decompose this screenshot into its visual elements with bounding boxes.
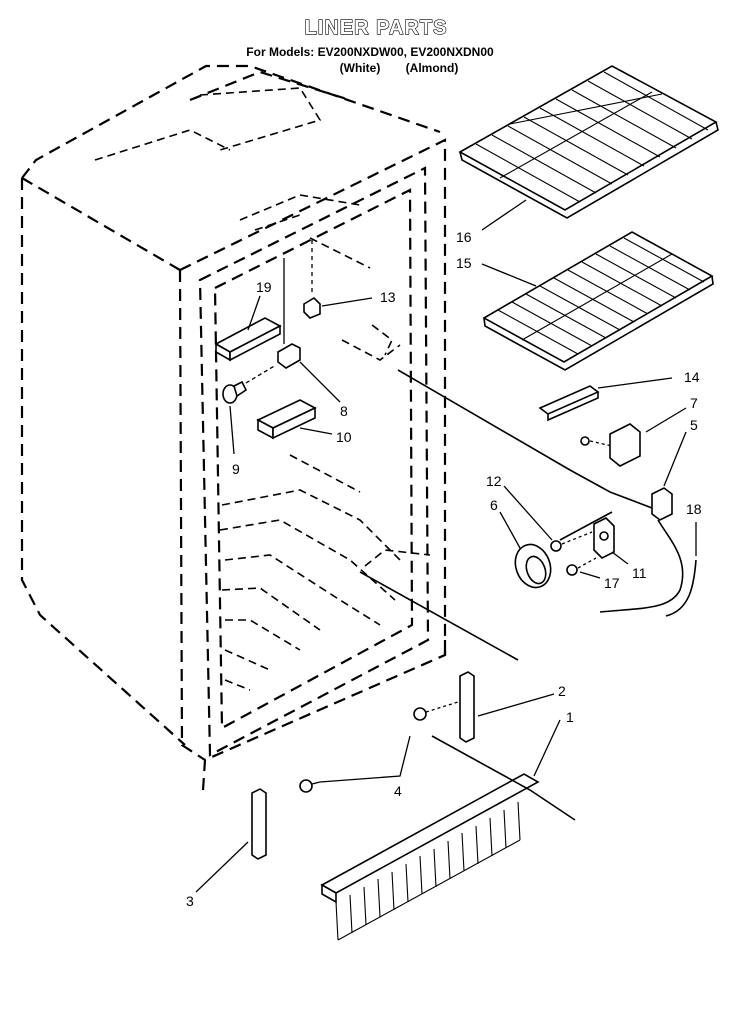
control-wiring <box>359 369 653 661</box>
callout-leaders <box>195 199 697 893</box>
callout-9: 9 <box>232 461 240 477</box>
callout-14: 14 <box>684 369 700 385</box>
lamp-socket <box>277 258 301 369</box>
vertical-support-2 <box>459 671 475 743</box>
callout-13: 13 <box>380 289 396 305</box>
page-title: LINER PARTS <box>305 17 448 39</box>
control-switch <box>580 423 641 467</box>
callout-8: 8 <box>340 403 348 419</box>
light-shield <box>214 317 282 362</box>
sensing-tube <box>665 559 697 617</box>
shelf-bracket <box>538 385 600 422</box>
callout-17: 17 <box>604 575 620 591</box>
screw-17 <box>566 557 597 576</box>
callouts: 1 2 3 4 5 6 7 8 9 10 11 12 13 14 15 16 1… <box>186 229 702 909</box>
callout-6: 6 <box>490 497 498 513</box>
upper-wire-shelf <box>458 65 719 219</box>
callout-5: 5 <box>690 417 698 433</box>
cabinet-outline <box>20 64 447 791</box>
callout-12: 12 <box>486 473 502 489</box>
variant-white: (White) <box>340 61 381 75</box>
control-plate <box>593 517 615 559</box>
lower-wire-shelf <box>482 231 714 371</box>
callout-4: 4 <box>394 783 402 799</box>
callout-3: 3 <box>186 893 194 909</box>
models-line: For Models: EV200NXDW00, EV200NXDN00 <box>246 45 494 59</box>
thermostat <box>599 487 684 613</box>
screw-4-lower <box>299 779 321 793</box>
callout-16: 16 <box>456 229 472 245</box>
callout-2: 2 <box>558 683 566 699</box>
clip-part <box>303 240 321 319</box>
variant-almond: (Almond) <box>406 61 459 75</box>
callout-11: 11 <box>632 565 647 581</box>
vertical-support-3 <box>251 788 267 860</box>
screw-12 <box>550 531 593 552</box>
callout-18: 18 <box>686 501 702 517</box>
callout-10: 10 <box>336 429 352 445</box>
callout-19: 19 <box>256 279 272 295</box>
light-bulb <box>222 364 277 404</box>
basket-kickplate <box>320 735 576 941</box>
header: LINER PARTS For Models: EV200NXDW00, EV2… <box>246 16 494 75</box>
callout-7: 7 <box>690 395 698 411</box>
callout-1: 1 <box>566 709 574 725</box>
screw-4-upper <box>413 701 459 721</box>
lamp-bracket <box>256 399 317 440</box>
control-knob <box>514 543 552 589</box>
callout-15: 15 <box>456 255 472 271</box>
